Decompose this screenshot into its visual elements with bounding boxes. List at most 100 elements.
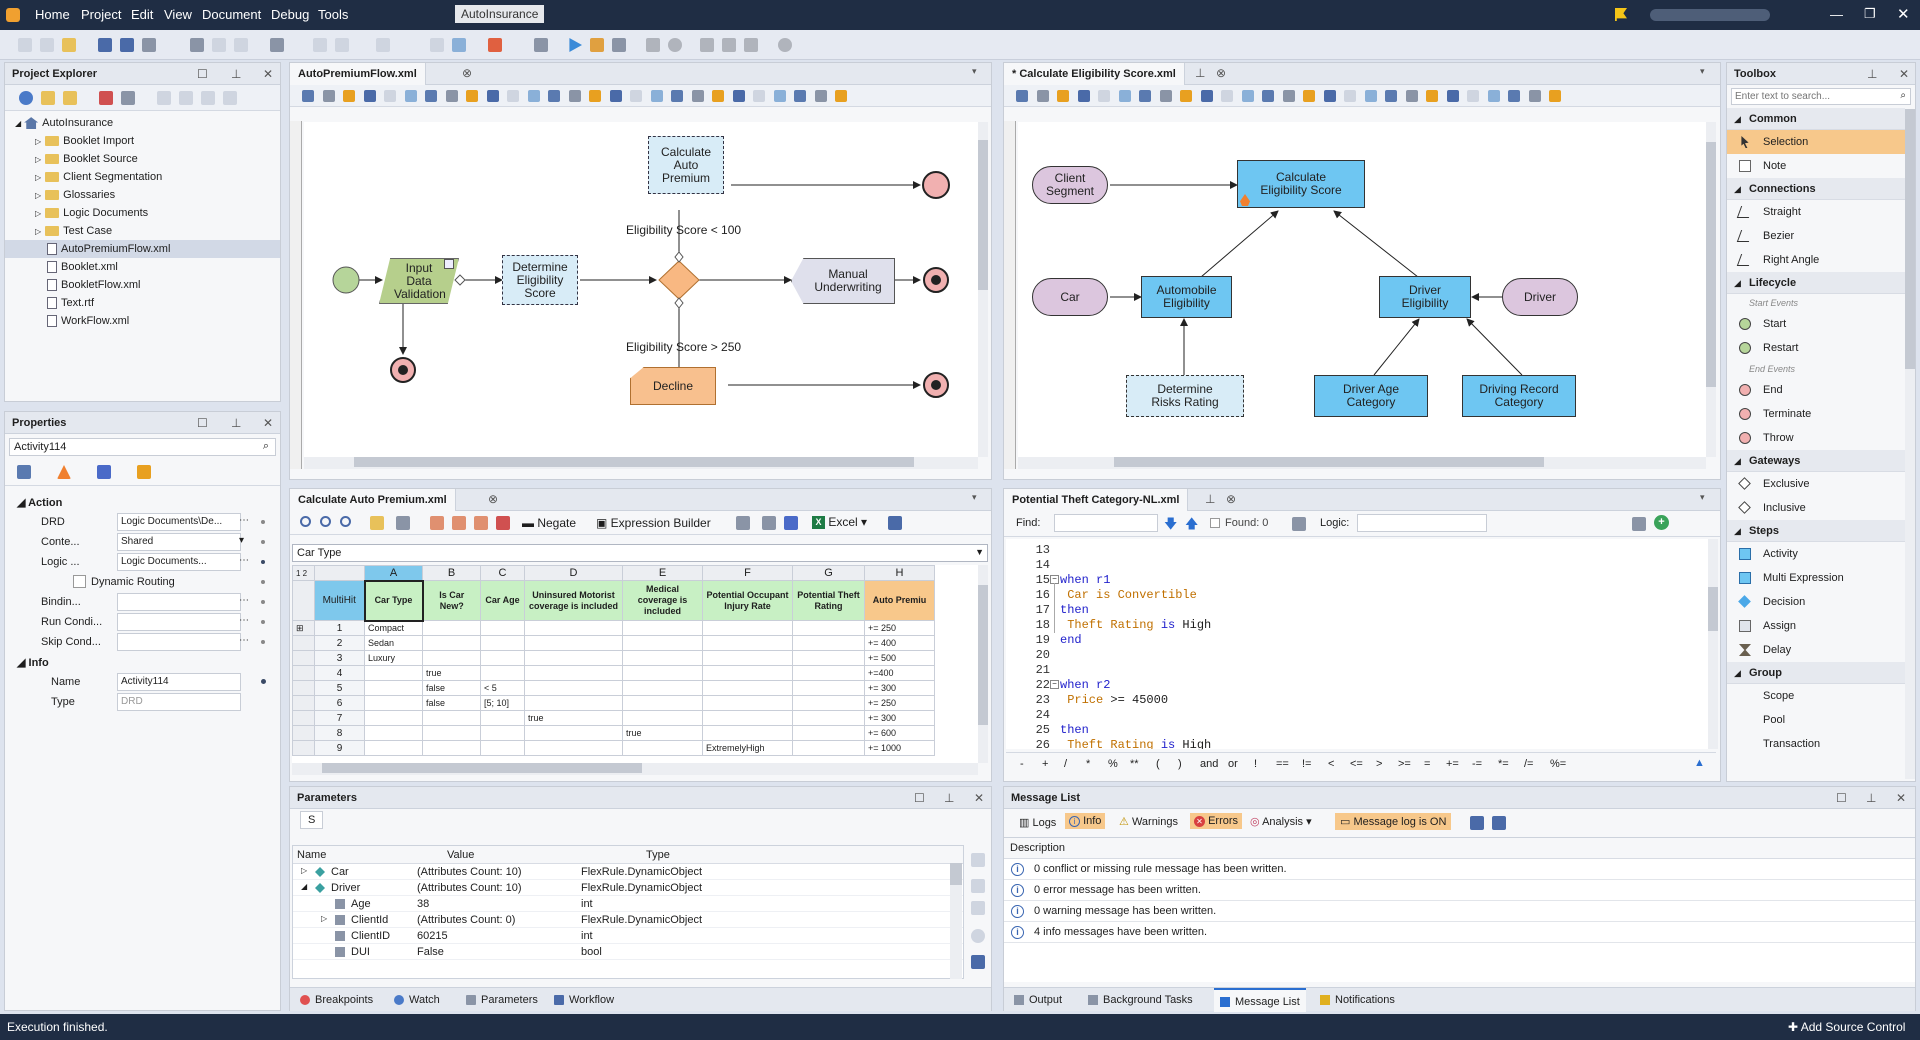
info-filter[interactable]: i Info: [1065, 813, 1106, 829]
diagram-tool-icon[interactable]: [1200, 90, 1213, 102]
table-cell[interactable]: [702, 620, 793, 636]
add-item-icon[interactable]: [63, 91, 77, 105]
restore-icon[interactable]: ❐: [1864, 6, 1876, 21]
tree-item[interactable]: ▷Client Segmentation: [5, 168, 280, 186]
tree-item[interactable]: ▷Logic Documents: [5, 204, 280, 222]
expand-arrow-icon[interactable]: ◢: [301, 882, 308, 891]
tree-item[interactable]: ▷Test Case: [5, 222, 280, 240]
operator-button[interactable]: <=: [1350, 758, 1363, 770]
table-cell[interactable]: [524, 695, 623, 711]
table-cell[interactable]: += 300: [864, 680, 935, 696]
property-pages-icon[interactable]: [137, 465, 151, 479]
print-icon[interactable]: [142, 38, 156, 52]
collapse-arrow-icon[interactable]: ◢: [1734, 184, 1741, 194]
table-cell[interactable]: [792, 695, 865, 711]
close-tab-icon[interactable]: ⊗: [462, 66, 473, 80]
find-next-icon[interactable]: 🡇: [1164, 516, 1178, 531]
diagram-tool-icon[interactable]: [1508, 90, 1520, 102]
toolbox-item[interactable]: Activity: [1727, 542, 1905, 566]
analysis-filter[interactable]: ◎ Analysis ▾: [1250, 816, 1312, 828]
table-cell[interactable]: [702, 650, 793, 666]
ellipsis-icon[interactable]: ⋯: [239, 515, 249, 526]
tab-s[interactable]: S: [300, 811, 324, 829]
new-folder-icon[interactable]: [40, 38, 54, 52]
operator-button[interactable]: **: [1130, 758, 1139, 770]
calculate-auto-premium-shape[interactable]: Calculate Auto Premium: [648, 136, 724, 194]
expression-builder-button[interactable]: ▣ Expression Builder: [596, 516, 711, 530]
table-cell[interactable]: [792, 710, 865, 726]
parameter-row[interactable]: ▷ClientId(Attributes Count: 0)FlexRule.D…: [293, 912, 963, 928]
table-cell[interactable]: [792, 665, 865, 681]
toolbox-item[interactable]: Note: [1727, 154, 1905, 178]
section-action[interactable]: ◢ Action: [5, 492, 280, 512]
operator-button[interactable]: %: [1108, 758, 1118, 770]
diagram-tool-icon[interactable]: [1180, 90, 1192, 102]
collapse-arrow-icon[interactable]: ◢: [1734, 114, 1741, 124]
diagram-tool-icon[interactable]: [302, 90, 314, 102]
table-cell[interactable]: 2: [314, 635, 365, 651]
column-letter[interactable]: H: [864, 565, 935, 581]
diagram-tool-icon[interactable]: [1077, 90, 1090, 102]
expand-arrow-icon[interactable]: ◢: [15, 119, 22, 128]
operator-button[interactable]: ==: [1276, 758, 1289, 770]
table-cell[interactable]: [524, 635, 623, 651]
tab-menu-icon[interactable]: ▾: [1700, 492, 1705, 502]
table-cell[interactable]: [524, 650, 623, 666]
table-cell[interactable]: [422, 740, 481, 756]
bottom-tab[interactable]: Output: [1014, 988, 1062, 1012]
column-header[interactable]: Medical coverage is included: [622, 580, 703, 621]
new-doc-icon[interactable]: [376, 38, 390, 52]
diagram-tool-icon[interactable]: [773, 90, 786, 102]
zoom-out-icon[interactable]: [320, 516, 331, 527]
table-cell[interactable]: [480, 740, 525, 756]
tab-menu-icon[interactable]: ▾: [1700, 66, 1705, 76]
validate-icon[interactable]: [430, 38, 444, 52]
name-value-field[interactable]: Activity114: [117, 673, 241, 691]
expand-arrow-icon[interactable]: ▷: [35, 137, 42, 146]
diagram-tool-icon[interactable]: [507, 90, 519, 102]
diagram-tool-icon[interactable]: [548, 90, 560, 102]
close-icon[interactable]: ✕: [263, 416, 274, 430]
expand-arrow-icon[interactable]: ▷: [35, 155, 42, 164]
table-cell[interactable]: false: [422, 680, 481, 696]
diagram-tool-icon[interactable]: [527, 90, 540, 102]
dt-vscrollbar[interactable]: [978, 565, 988, 763]
collapse-arrow-icon[interactable]: ◢: [1734, 278, 1741, 288]
table-cell[interactable]: [524, 725, 623, 741]
column-letter[interactable]: D: [524, 565, 623, 581]
toolbox-section[interactable]: ◢Connections: [1727, 178, 1905, 200]
project-name-badge[interactable]: AutoInsurance: [455, 5, 545, 23]
copy-value-icon[interactable]: [971, 901, 985, 915]
toolbox-section[interactable]: ◢Common: [1727, 108, 1905, 130]
pen-icon[interactable]: [396, 516, 410, 530]
find-input[interactable]: [1054, 514, 1158, 532]
spell-check-icon[interactable]: [270, 38, 284, 52]
events-icon[interactable]: [57, 465, 71, 479]
window-icon[interactable]: [534, 38, 548, 52]
operator-button[interactable]: -=: [1472, 758, 1483, 770]
column-header[interactable]: Is Car New?: [422, 580, 481, 621]
table-cell[interactable]: [364, 725, 423, 741]
toolbox-item[interactable]: Start: [1727, 312, 1905, 336]
diagram-tool-icon[interactable]: [1385, 90, 1397, 102]
rename-icon[interactable]: [121, 91, 135, 105]
tree-item[interactable]: WorkFlow.xml: [5, 312, 280, 330]
column-header[interactable]: Uninsured Motorist coverage is included: [524, 580, 623, 621]
close-icon[interactable]: ✕: [1899, 67, 1910, 81]
table-cell[interactable]: [480, 650, 525, 666]
operator-button[interactable]: ): [1178, 758, 1182, 770]
tree-root[interactable]: ◢AutoInsurance: [5, 114, 280, 132]
diagram-tool-icon[interactable]: [1159, 90, 1172, 102]
toolbox-item[interactable]: Bezier: [1727, 224, 1905, 248]
menu-edit[interactable]: Edit: [131, 7, 154, 22]
table-cell[interactable]: 3: [314, 650, 365, 666]
table-cell[interactable]: [422, 710, 481, 726]
collapse-arrow-icon[interactable]: ◢: [1734, 456, 1741, 466]
manual-underwriting-shape[interactable]: Manual Underwriting: [791, 258, 895, 304]
table-cell[interactable]: [422, 635, 481, 651]
operator-button[interactable]: !=: [1302, 758, 1312, 770]
diagram-tool-icon[interactable]: [1139, 90, 1151, 102]
ellipsis-icon[interactable]: ⋯: [239, 555, 249, 566]
